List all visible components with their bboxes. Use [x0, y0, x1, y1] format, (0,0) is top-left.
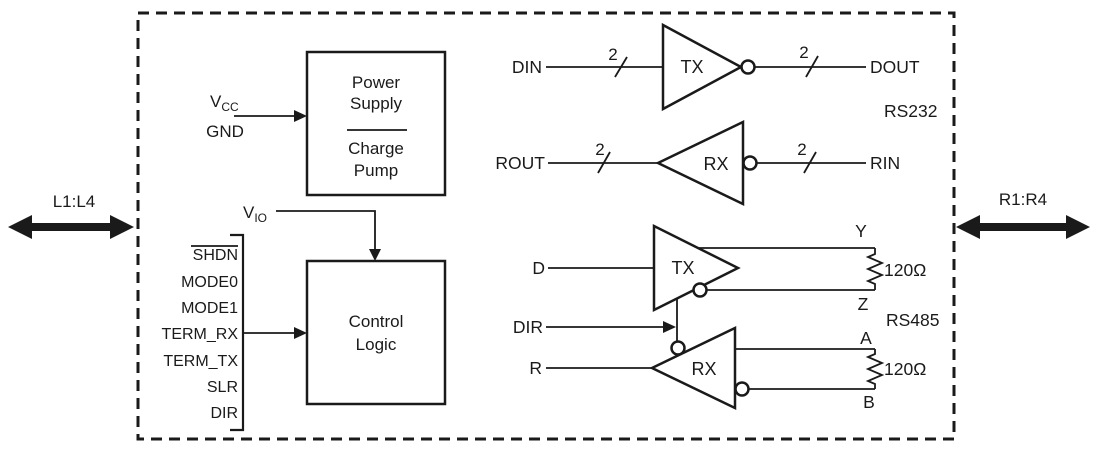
b-label: B	[863, 392, 875, 412]
vcc-label: VCC	[210, 92, 239, 114]
vio-wire	[276, 210, 376, 252]
pin-label-slr: SLR	[207, 379, 238, 396]
z-label: Z	[858, 294, 869, 314]
rs232-tx-gate-label: TX	[680, 57, 703, 77]
rs485-dir-label: DIR	[513, 317, 543, 337]
rs232-rx-inverter-bubble	[742, 155, 758, 171]
right-bus-label: R1:R4	[999, 190, 1047, 209]
din-bus-slash	[614, 56, 628, 78]
power-supply-line4: Pump	[354, 161, 398, 180]
rout-bus-slash	[597, 151, 611, 174]
chip-boundary	[136, 11, 956, 441]
r-label: R	[529, 358, 542, 378]
control-logic-line1: Control	[349, 312, 404, 331]
left-bus-label: L1:L4	[53, 192, 96, 211]
pin-label-term-tx: TERM_TX	[163, 353, 238, 370]
vio-label: VIO	[243, 203, 267, 225]
pin-label-term-rx: TERM_RX	[162, 326, 239, 343]
rs485-dir-arrowhead	[663, 321, 676, 333]
pin-label-dir: DIR	[210, 405, 238, 422]
rin-bus-slash	[803, 151, 817, 174]
rs232-tx-triangle	[661, 22, 744, 112]
power-supply-box	[305, 50, 447, 197]
rin-bus-width: 2	[797, 140, 806, 159]
dout-bus-width: 2	[799, 43, 808, 62]
gnd-label: GND	[206, 122, 244, 141]
rs232-tx-inverter-bubble	[740, 59, 756, 75]
pin-label-mode0: MODE0	[181, 274, 238, 291]
rs485-rx-gate-label: RX	[691, 359, 716, 379]
termination-resistor-ab	[865, 349, 885, 389]
control-logic-line2: Logic	[356, 335, 397, 354]
rout-label: ROUT	[495, 153, 545, 173]
rin-label: RIN	[870, 153, 900, 173]
power-supply-line1: Power	[352, 73, 401, 92]
rs485-tx-gate-label: TX	[671, 258, 694, 278]
termination-ab-value: 120Ω	[884, 359, 926, 379]
control-pins-arrowhead	[294, 327, 307, 339]
pin-label-shdn: SHDN	[193, 247, 238, 264]
rs232-rx-triangle	[655, 120, 745, 206]
y-label: Y	[855, 221, 867, 241]
termination-yz-value: 120Ω	[884, 260, 926, 280]
dout-label: DOUT	[870, 57, 920, 77]
control-logic-box	[305, 259, 447, 406]
din-bus-width: 2	[608, 45, 617, 64]
right-bus-arrow	[956, 215, 1090, 239]
d-label: D	[532, 258, 545, 278]
pin-label-mode1: MODE1	[181, 300, 238, 317]
din-label: DIN	[512, 57, 542, 77]
rs232-rx-gate-label: RX	[703, 154, 728, 174]
termination-resistor-yz	[865, 248, 885, 290]
rs485-label: RS485	[886, 310, 940, 330]
dout-bus-slash	[805, 55, 819, 78]
power-supply-line2: Supply	[350, 94, 402, 113]
vcc-arrowhead	[294, 110, 307, 122]
rs485-rx-inverting-bubble	[734, 381, 750, 397]
left-bus-arrow	[8, 215, 134, 239]
rout-bus-width: 2	[595, 140, 604, 159]
rs485-tx-triangle	[652, 223, 741, 313]
rs232-label: RS232	[884, 101, 938, 121]
a-label: A	[860, 328, 872, 348]
rs485-rx-triangle	[649, 326, 737, 410]
power-supply-line3: Charge	[348, 139, 404, 158]
vio-arrowhead	[369, 249, 381, 261]
rs485-rx-enable-bubble	[670, 340, 686, 356]
rs485-tx-inverting-bubble	[692, 282, 708, 298]
